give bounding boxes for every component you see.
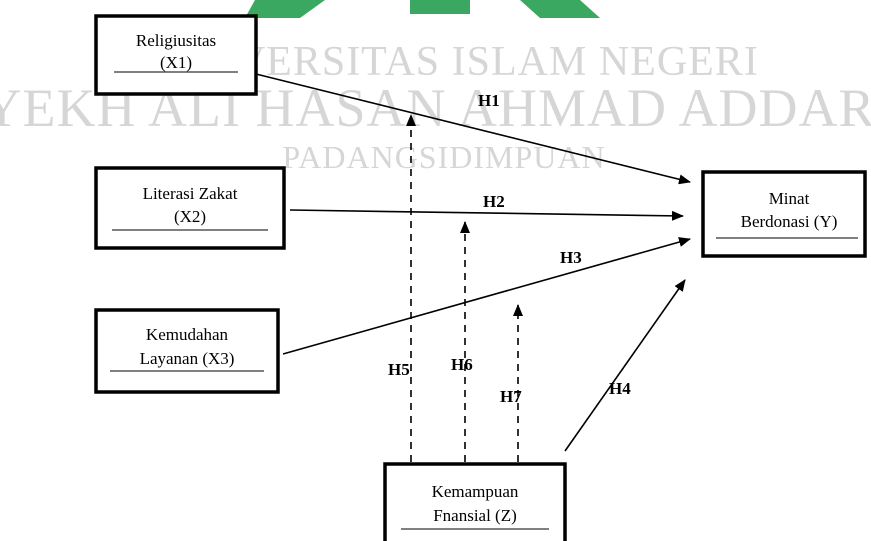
node-religiusitas: Religiusitas (X1) — [94, 14, 258, 96]
node-kemampuan-finansial-code: Fnansial (Z) — [433, 506, 517, 525]
label-h7: H7 — [500, 387, 522, 406]
label-h2: H2 — [483, 192, 505, 211]
node-kemampuan-finansial: Kemampuan Fnansial (Z) — [383, 462, 567, 541]
arrow-h3 — [282, 237, 691, 355]
watermark-line-3: PADANGSIDIMPUAN — [282, 139, 605, 175]
label-h6: H6 — [451, 355, 473, 374]
node-literasi-zakat: Literasi Zakat (X2) — [94, 166, 286, 250]
node-minat-berdonasi-code: Berdonasi (Y) — [741, 212, 838, 231]
node-minat-berdonasi-label: Minat — [769, 189, 810, 208]
label-h5: H5 — [388, 360, 410, 379]
arrow-h1 — [255, 73, 691, 185]
node-literasi-zakat-label: Literasi Zakat — [143, 184, 238, 203]
node-literasi-zakat-code: (X2) — [174, 207, 206, 226]
label-h4: H4 — [609, 379, 631, 398]
node-kemudahan-layanan-label: Kemudahan — [146, 325, 229, 344]
node-religiusitas-code: (X1) — [160, 53, 192, 72]
node-minat-berdonasi: Minat Berdonasi (Y) — [701, 170, 867, 258]
node-kemudahan-layanan-code: Layanan (X3) — [140, 349, 235, 368]
arrow-h2 — [289, 209, 684, 221]
arrow-h4 — [564, 279, 686, 452]
node-religiusitas-label: Religiusitas — [136, 31, 216, 50]
node-kemudahan-layanan: Kemudahan Layanan (X3) — [94, 308, 280, 394]
node-kemampuan-finansial-label: Kemampuan — [432, 482, 519, 501]
label-h3: H3 — [560, 248, 582, 267]
label-h1: H1 — [478, 91, 500, 110]
university-logo-fragment — [245, 0, 600, 18]
